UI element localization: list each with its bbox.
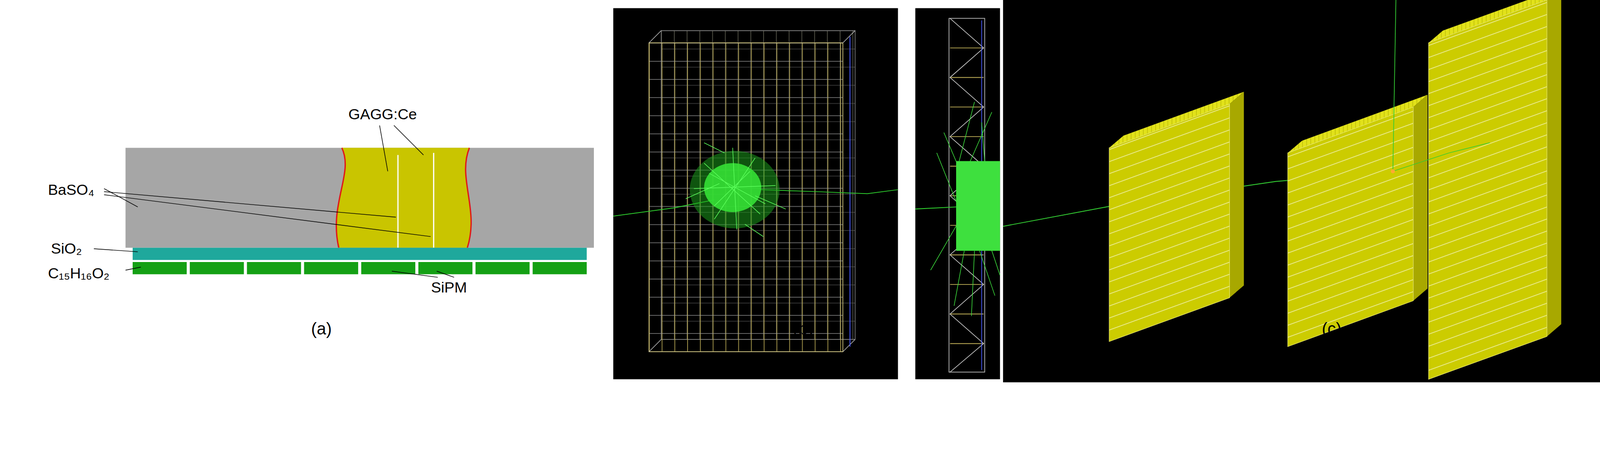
panel-label: (a) xyxy=(311,319,332,340)
baso4-reflector xyxy=(125,148,594,249)
sipm-cell xyxy=(475,262,530,275)
particle-track xyxy=(760,189,898,194)
slab-front xyxy=(1109,103,1230,342)
baso4-septum xyxy=(398,153,434,249)
wireframe-edge xyxy=(649,30,856,353)
leader-line xyxy=(379,125,388,172)
leader-line xyxy=(125,267,142,271)
shower-track xyxy=(930,102,1000,317)
sipm-cell xyxy=(246,262,301,275)
detector-plane xyxy=(849,36,851,347)
shower-track xyxy=(685,142,786,237)
sipm-array xyxy=(132,262,587,275)
part-label: GAGG:Ce xyxy=(348,105,418,123)
sipm-cell xyxy=(361,262,416,275)
leader-line xyxy=(103,195,431,238)
detector-geometry xyxy=(1002,0,1600,383)
sipm-cell xyxy=(189,262,244,275)
leader-line xyxy=(436,271,455,278)
slab-side xyxy=(1413,95,1428,302)
wireframe-front xyxy=(649,42,843,353)
detector-cross-section xyxy=(93,125,594,278)
viewer-background xyxy=(613,7,899,380)
leader-lines xyxy=(93,125,455,278)
sipm-cell xyxy=(418,262,473,275)
leader-line xyxy=(103,188,138,208)
particle-track xyxy=(915,206,957,210)
part-label: C₁₅H₁₆O₂ xyxy=(47,264,110,283)
cut-line xyxy=(336,148,345,249)
leader-line xyxy=(394,125,424,156)
shower-core xyxy=(704,163,762,213)
part-label: SiO₂ xyxy=(50,240,82,258)
slab-front xyxy=(1428,0,1547,380)
leader-line xyxy=(391,271,438,278)
simulation-front-view xyxy=(613,7,899,380)
particle-track xyxy=(1393,142,1490,172)
gagg-crystal xyxy=(336,148,471,249)
part-label: SiPM xyxy=(431,279,467,297)
simulation-side-view xyxy=(915,7,1001,380)
slab-front xyxy=(1287,107,1414,347)
part-label: BaSO₄ xyxy=(47,181,95,199)
leader-line xyxy=(93,248,138,253)
sipm-cell xyxy=(532,262,587,275)
panel-label: (c) xyxy=(1321,319,1342,340)
shower-block xyxy=(956,161,1000,252)
slab-side xyxy=(1546,0,1562,337)
sipm-cell xyxy=(304,262,359,275)
viewer-background xyxy=(915,7,1001,380)
viewer-background xyxy=(1002,0,1600,383)
figure xyxy=(93,0,1600,383)
cut-line xyxy=(465,148,472,249)
panel-label: (b) xyxy=(792,319,814,340)
slab-side xyxy=(1229,91,1244,299)
particle-track xyxy=(1393,0,1397,172)
interaction-point xyxy=(1390,169,1395,174)
sio2-window xyxy=(132,248,587,261)
sipm-cell xyxy=(132,262,187,275)
